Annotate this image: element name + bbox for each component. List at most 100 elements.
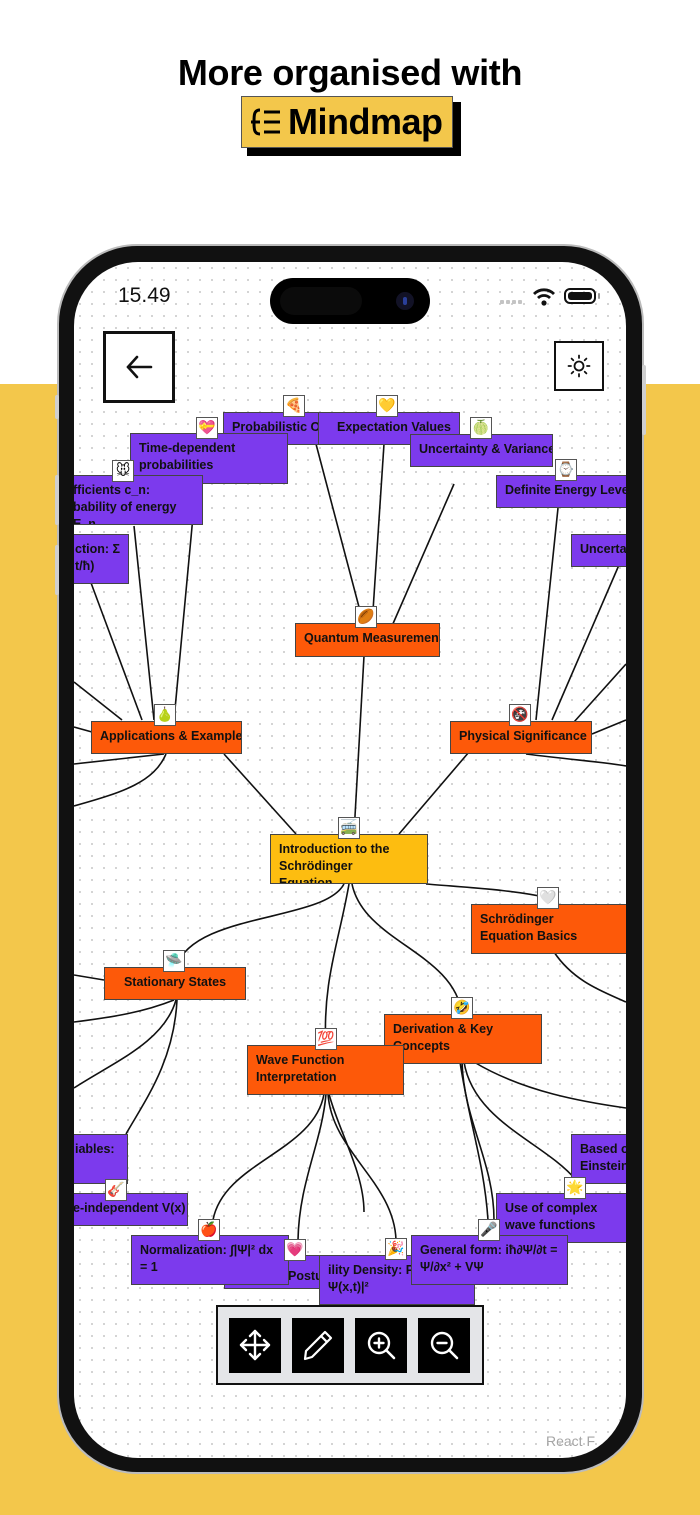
battery-level <box>568 292 592 300</box>
mindmap-node-leaf[interactable]: Uncertai <box>571 534 626 567</box>
edge-deriv-complex <box>461 1061 495 1221</box>
cellular-signal-icon <box>500 300 522 304</box>
wifi-icon <box>533 288 555 306</box>
edge-root-wavefunction <box>324 883 350 1049</box>
mindmap-root-node[interactable]: Introduction to the Schrödinger Equation <box>270 834 428 884</box>
move-arrows-icon <box>239 1329 271 1361</box>
node-emoji-guitar-icon: 🎸 <box>105 1179 127 1201</box>
edge-root-derivation <box>351 883 463 1015</box>
mindmap-node-leaf[interactable]: ction: Σ t/ħ) <box>74 534 129 584</box>
edge-stat-left3 <box>74 999 177 1089</box>
edge-app-left2 <box>74 726 93 733</box>
edge-root-applications <box>223 753 297 835</box>
theme-toggle-button[interactable] <box>554 341 604 391</box>
edge-phys-right3 <box>525 753 626 767</box>
sun-icon <box>567 354 591 378</box>
mindmap-node-applications[interactable]: Applications & Examples <box>91 721 242 754</box>
edge-phys-right1 <box>573 663 626 723</box>
mindmap-logo-icon <box>251 108 280 136</box>
mindmap-node-wave-function[interactable]: Wave Function Interpretation <box>247 1045 404 1095</box>
node-emoji-microphone-icon: 🎤 <box>478 1219 500 1241</box>
edge-wave-normalization <box>212 1093 325 1221</box>
mindmap-node-leaf[interactable]: Uncertainty & Variance <box>410 434 553 467</box>
node-emoji-pizza-icon: 🍕 <box>283 395 305 417</box>
node-emoji-apple-icon: 🍎 <box>198 1219 220 1241</box>
edge-qm-expectation <box>371 443 385 627</box>
edge-stat-variables <box>125 999 178 1135</box>
mindmap-node-leaf[interactable]: General form: iħ∂Ψ/∂t = Ψ/∂x² + VΨ <box>411 1235 568 1285</box>
phone-volume-up-button <box>55 475 59 525</box>
node-emoji-hundred-points-icon: 💯 <box>315 1028 337 1050</box>
mindmap-node-leaf[interactable]: Use of complex wave functions <box>496 1193 626 1243</box>
phone-side-button <box>55 395 59 419</box>
edge-basics-right <box>553 951 626 1003</box>
react-flow-attribution-link[interactable]: React F <box>546 1433 596 1449</box>
canvas-toolbar <box>216 1305 484 1385</box>
mindmap-node-leaf[interactable]: Based on Einstein <box>571 1134 626 1184</box>
battery-cap <box>598 293 600 299</box>
zoom-out-icon <box>430 1331 459 1360</box>
mindmap-node-schrodinger-basics[interactable]: Schrödinger Equation Basics <box>471 904 626 954</box>
node-emoji-yellow-heart-icon: 💛 <box>376 395 398 417</box>
pan-tool-button[interactable] <box>229 1317 281 1373</box>
edge-phys-right2 <box>591 719 626 735</box>
mindmap-node-quantum-measurement[interactable]: Quantum Measurement <box>295 623 440 657</box>
back-button[interactable] <box>103 331 175 403</box>
edge-stat-left1 <box>74 974 105 981</box>
brand-badge: Mindmap <box>241 96 461 156</box>
brand-name: Mindmap <box>288 101 443 142</box>
mindmap-node-leaf[interactable]: iables: <box>74 1134 128 1184</box>
node-emoji-flying-saucer-icon: 🛸 <box>163 950 185 972</box>
edge-root-basics <box>425 883 550 899</box>
dynamic-island-sensor <box>280 287 362 315</box>
zoom-in-icon <box>367 1331 396 1360</box>
edge-root-stationary <box>175 883 345 968</box>
edge-wave-density <box>327 1093 397 1241</box>
edge-app-left3 <box>74 753 165 765</box>
edge-phys-uncert <box>551 557 623 721</box>
edge-root-quantum-measurement <box>353 655 365 835</box>
phone-volume-down-button <box>55 545 59 595</box>
brand-badge-body: Mindmap <box>241 96 453 148</box>
mindmap-node-leaf[interactable]: fficients c_n: bability of energy E_n <box>74 475 203 525</box>
app-screen: 15.49 Probabilistic Ou 🍕 Expectation Val… <box>74 262 626 1458</box>
promo-headline: More organised with <box>177 52 523 93</box>
edge-root-physical <box>398 751 470 835</box>
edit-tool-button[interactable] <box>292 1317 344 1373</box>
mindmap-node-leaf[interactable]: e-independent V(x) <box>74 1193 188 1226</box>
dynamic-island <box>270 278 430 324</box>
status-time: 15.49 <box>118 284 171 307</box>
phone-power-button <box>642 365 646 435</box>
edge-deriv-einstein <box>463 1061 577 1181</box>
node-emoji-glowing-star-icon: 🌟 <box>564 1177 586 1199</box>
node-emoji-mouse-icon: 🐭 <box>112 460 134 482</box>
mindmap-node-stationary-states[interactable]: Stationary States <box>104 967 246 1000</box>
zoom-in-button[interactable] <box>355 1317 407 1373</box>
node-emoji-pear-icon: 🍐 <box>154 704 176 726</box>
node-emoji-no-drinking-water-icon: 🚱 <box>509 704 531 726</box>
node-emoji-white-heart-icon: 🤍 <box>537 887 559 909</box>
pencil-icon <box>303 1330 333 1361</box>
edge-deriv-general <box>459 1061 489 1221</box>
zoom-out-button[interactable] <box>418 1317 470 1373</box>
node-emoji-rugby-ball-icon: 🏉 <box>355 606 377 628</box>
mindmap-edges <box>74 443 626 1241</box>
edge-stat-left2 <box>74 999 175 1023</box>
node-emoji-party-popper-icon: 🎉 <box>385 1238 407 1260</box>
arrow-left-icon <box>126 355 153 379</box>
edge-wave-postulate <box>297 1093 327 1241</box>
edge-qm-uncertainty <box>391 483 455 627</box>
node-emoji-trolleybus-icon: 🚎 <box>338 817 360 839</box>
edge-qm-probabilistic <box>315 443 365 627</box>
edge-app-sigma <box>83 563 143 721</box>
edge-app-left4 <box>74 753 167 807</box>
node-emoji-pink-heart-icon: 💗 <box>284 1239 306 1261</box>
edge-phys-definite <box>535 507 559 721</box>
node-emoji-melon-icon: 🍈 <box>470 417 492 439</box>
mindmap-node-derivation[interactable]: Derivation & Key Concepts <box>384 1014 542 1064</box>
node-emoji-rolling-laughing-icon: 🤣 <box>451 997 473 1019</box>
edge-deriv-right <box>473 1061 626 1109</box>
battery-icon <box>564 288 596 304</box>
mindmap-node-leaf[interactable]: Normalization: ∫|Ψ|² dx = 1 <box>131 1235 289 1285</box>
edge-app-coefficients <box>133 525 155 721</box>
